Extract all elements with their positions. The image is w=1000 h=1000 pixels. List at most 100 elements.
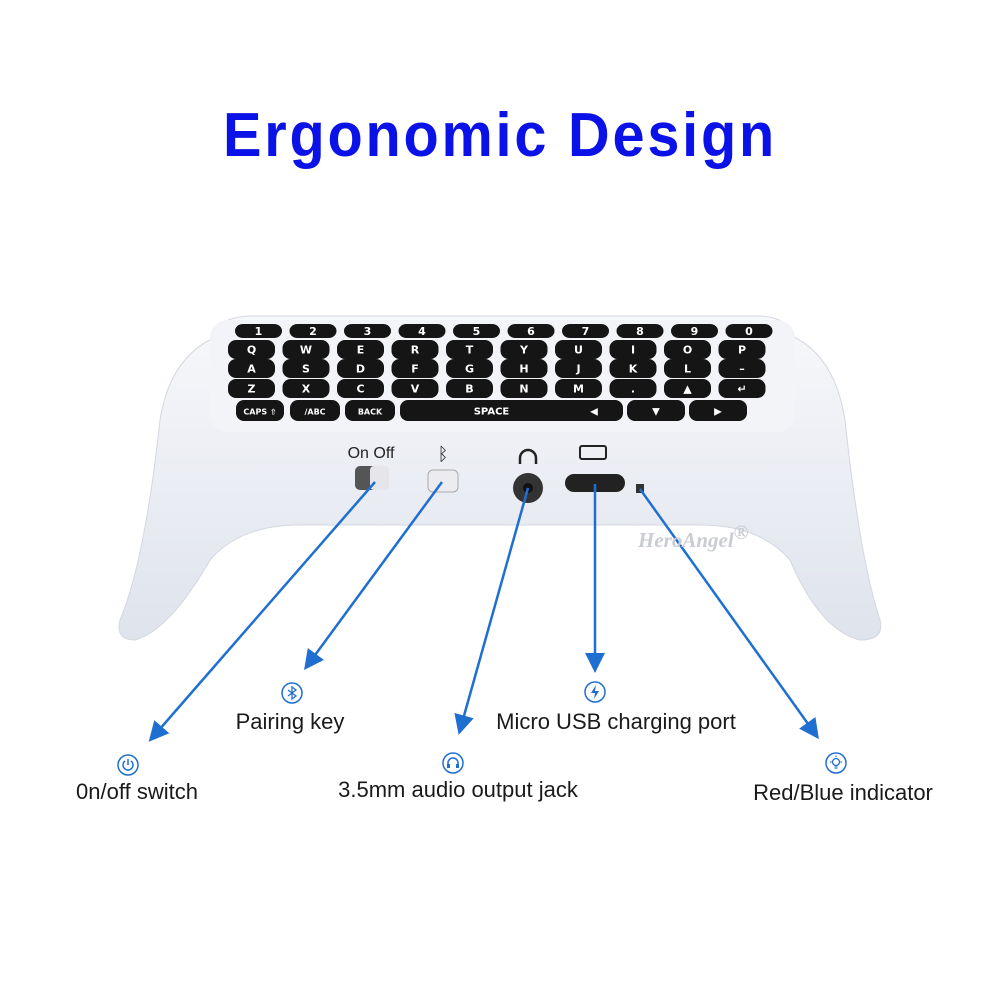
key-label: V <box>411 383 420 396</box>
key[interactable]: 5 <box>453 324 500 338</box>
usb-port <box>565 474 625 492</box>
key-label: R <box>411 344 420 357</box>
key[interactable]: 8 <box>616 324 664 338</box>
key-label: P <box>738 344 746 357</box>
key[interactable]: ▶ <box>689 400 747 421</box>
key[interactable]: – <box>718 359 766 378</box>
key[interactable]: 3 <box>344 324 391 338</box>
key[interactable]: ↵ <box>718 379 766 398</box>
callout-pairing-key: Pairing key <box>235 709 345 734</box>
key[interactable]: R <box>391 340 439 359</box>
key-label: Z <box>248 383 256 396</box>
key-label: T <box>466 344 474 357</box>
key[interactable]: Q <box>228 340 275 359</box>
indicator-led <box>636 484 644 493</box>
key[interactable]: G <box>446 359 493 378</box>
key[interactable]: F <box>391 359 439 378</box>
key[interactable]: E <box>337 340 384 359</box>
key-label: H <box>519 363 528 376</box>
key[interactable]: K <box>609 359 657 378</box>
switch-label: On Off <box>347 445 395 462</box>
key-label: 9 <box>691 325 699 338</box>
key[interactable]: 0 <box>725 324 773 338</box>
key[interactable]: T <box>446 340 493 359</box>
headphones-icon <box>442 752 464 774</box>
key[interactable]: ▲ <box>664 379 711 398</box>
key-label: 8 <box>636 325 644 338</box>
key[interactable]: ◀ <box>565 400 623 421</box>
callout-onoff-switch: 0n/off switch <box>76 779 198 804</box>
key-label: E <box>357 344 365 357</box>
lightning-icon <box>584 681 606 703</box>
headphones-icon <box>518 448 538 464</box>
key[interactable]: S <box>282 359 330 378</box>
key-label: ▶ <box>714 407 722 418</box>
pairing-button <box>427 469 459 493</box>
key[interactable]: 7 <box>562 324 609 338</box>
key-label: ◀ <box>590 407 598 418</box>
battery-icon <box>579 445 607 460</box>
key[interactable]: Y <box>500 340 548 359</box>
key[interactable]: ▼ <box>627 400 685 421</box>
bluetooth-icon <box>281 682 303 704</box>
callout-indicator: Red/Blue indicator <box>753 780 933 805</box>
power-icon <box>117 754 139 776</box>
key[interactable]: X <box>282 379 330 398</box>
key[interactable]: L <box>664 359 711 378</box>
key-label: ▼ <box>652 407 660 418</box>
key-label: – <box>739 363 745 376</box>
key[interactable]: B <box>446 379 493 398</box>
key-label: S <box>302 363 310 376</box>
key-label: L <box>684 363 691 376</box>
key[interactable]: N <box>500 379 548 398</box>
key[interactable]: 4 <box>398 324 446 338</box>
callout-usb-port: Micro USB charging port <box>496 709 736 734</box>
key[interactable]: BACK <box>345 400 395 421</box>
key-label: B <box>465 383 473 396</box>
key[interactable]: I <box>609 340 657 359</box>
key[interactable]: 1 <box>235 324 282 338</box>
key[interactable]: U <box>555 340 602 359</box>
key[interactable]: H <box>500 359 548 378</box>
key[interactable]: A <box>228 359 275 378</box>
key[interactable]: CAPS ⇧ <box>236 400 284 421</box>
key[interactable]: Z <box>228 379 275 398</box>
key[interactable]: W <box>282 340 330 359</box>
key-label: 7 <box>582 325 590 338</box>
key[interactable]: /ABC <box>290 400 340 421</box>
callout-arrows <box>148 481 819 742</box>
key-label: C <box>356 383 364 396</box>
key-label: O <box>683 344 692 357</box>
key-label: CAPS ⇧ <box>243 408 276 417</box>
key-label: F <box>411 363 419 376</box>
key-label: K <box>629 363 638 376</box>
watermark-logo: HeroAngel® <box>638 522 749 552</box>
key-label: /ABC <box>304 408 325 417</box>
key-label: 1 <box>255 325 263 338</box>
bulb-icon <box>825 752 847 774</box>
key[interactable]: M <box>555 379 602 398</box>
key-label: D <box>356 363 365 376</box>
key-label: J <box>575 363 580 376</box>
key[interactable]: P <box>718 340 766 359</box>
key[interactable]: V <box>391 379 439 398</box>
key[interactable]: O <box>664 340 711 359</box>
key[interactable]: SPACE <box>400 400 583 421</box>
key-label: 5 <box>473 325 481 338</box>
key-label: BACK <box>358 408 383 417</box>
key[interactable]: J <box>555 359 602 378</box>
key[interactable]: D <box>337 359 384 378</box>
key[interactable]: 9 <box>671 324 718 338</box>
key[interactable]: 6 <box>507 324 555 338</box>
key-label: . <box>631 383 635 396</box>
key-label: W <box>300 344 312 357</box>
key-label: 0 <box>745 325 753 338</box>
key[interactable]: 2 <box>289 324 337 338</box>
key[interactable]: C <box>337 379 384 398</box>
page-title: Ergonomic Design <box>222 101 778 170</box>
key-label: 4 <box>418 325 426 338</box>
key[interactable]: . <box>609 379 657 398</box>
key-label: X <box>302 383 311 396</box>
key-label: Q <box>247 344 256 357</box>
